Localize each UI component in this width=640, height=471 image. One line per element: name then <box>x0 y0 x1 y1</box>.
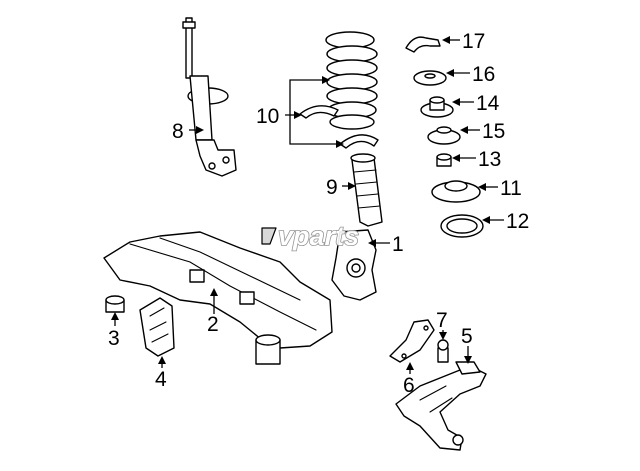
part-ball-joint <box>437 339 449 363</box>
part-coil-spring <box>325 31 378 130</box>
callout-2: 2 <box>207 313 219 336</box>
part-knuckle <box>331 229 377 301</box>
callout-11: 11 <box>500 177 522 200</box>
callout-7: 7 <box>436 309 448 332</box>
callout-6: 6 <box>403 374 415 397</box>
callout-16: 16 <box>472 63 495 86</box>
part-mount-bracket <box>405 36 441 53</box>
part-mount-block <box>139 297 175 357</box>
callout-10: 10 <box>256 105 279 128</box>
part-spring-insulator-lower <box>339 134 379 149</box>
callout-12: 12 <box>506 210 529 233</box>
part-dust-boot <box>350 153 383 227</box>
part-crossmember <box>103 231 333 365</box>
watermark-text: vparts <box>278 221 359 251</box>
callout-17: 17 <box>462 30 485 53</box>
callout-5: 5 <box>461 325 473 348</box>
callout-9: 9 <box>326 176 338 199</box>
part-spring-insulator-upper <box>299 105 339 119</box>
part-bushing <box>105 295 125 313</box>
callout-numbers: 1 2 3 4 5 6 7 8 9 10 11 12 13 14 15 16 1… <box>108 30 529 397</box>
callout-8: 8 <box>172 120 184 143</box>
part-bracket <box>389 319 435 363</box>
callout-13: 13 <box>478 148 501 171</box>
callout-1: 1 <box>392 233 404 256</box>
leader-lines <box>111 36 504 374</box>
part-strut <box>182 17 237 177</box>
part-lower-control-arm <box>395 361 487 451</box>
callout-3: 3 <box>108 327 120 350</box>
callout-14: 14 <box>476 92 500 115</box>
watermark-logo: vparts <box>261 220 360 252</box>
callout-15: 15 <box>482 120 505 143</box>
callout-4: 4 <box>155 368 167 391</box>
